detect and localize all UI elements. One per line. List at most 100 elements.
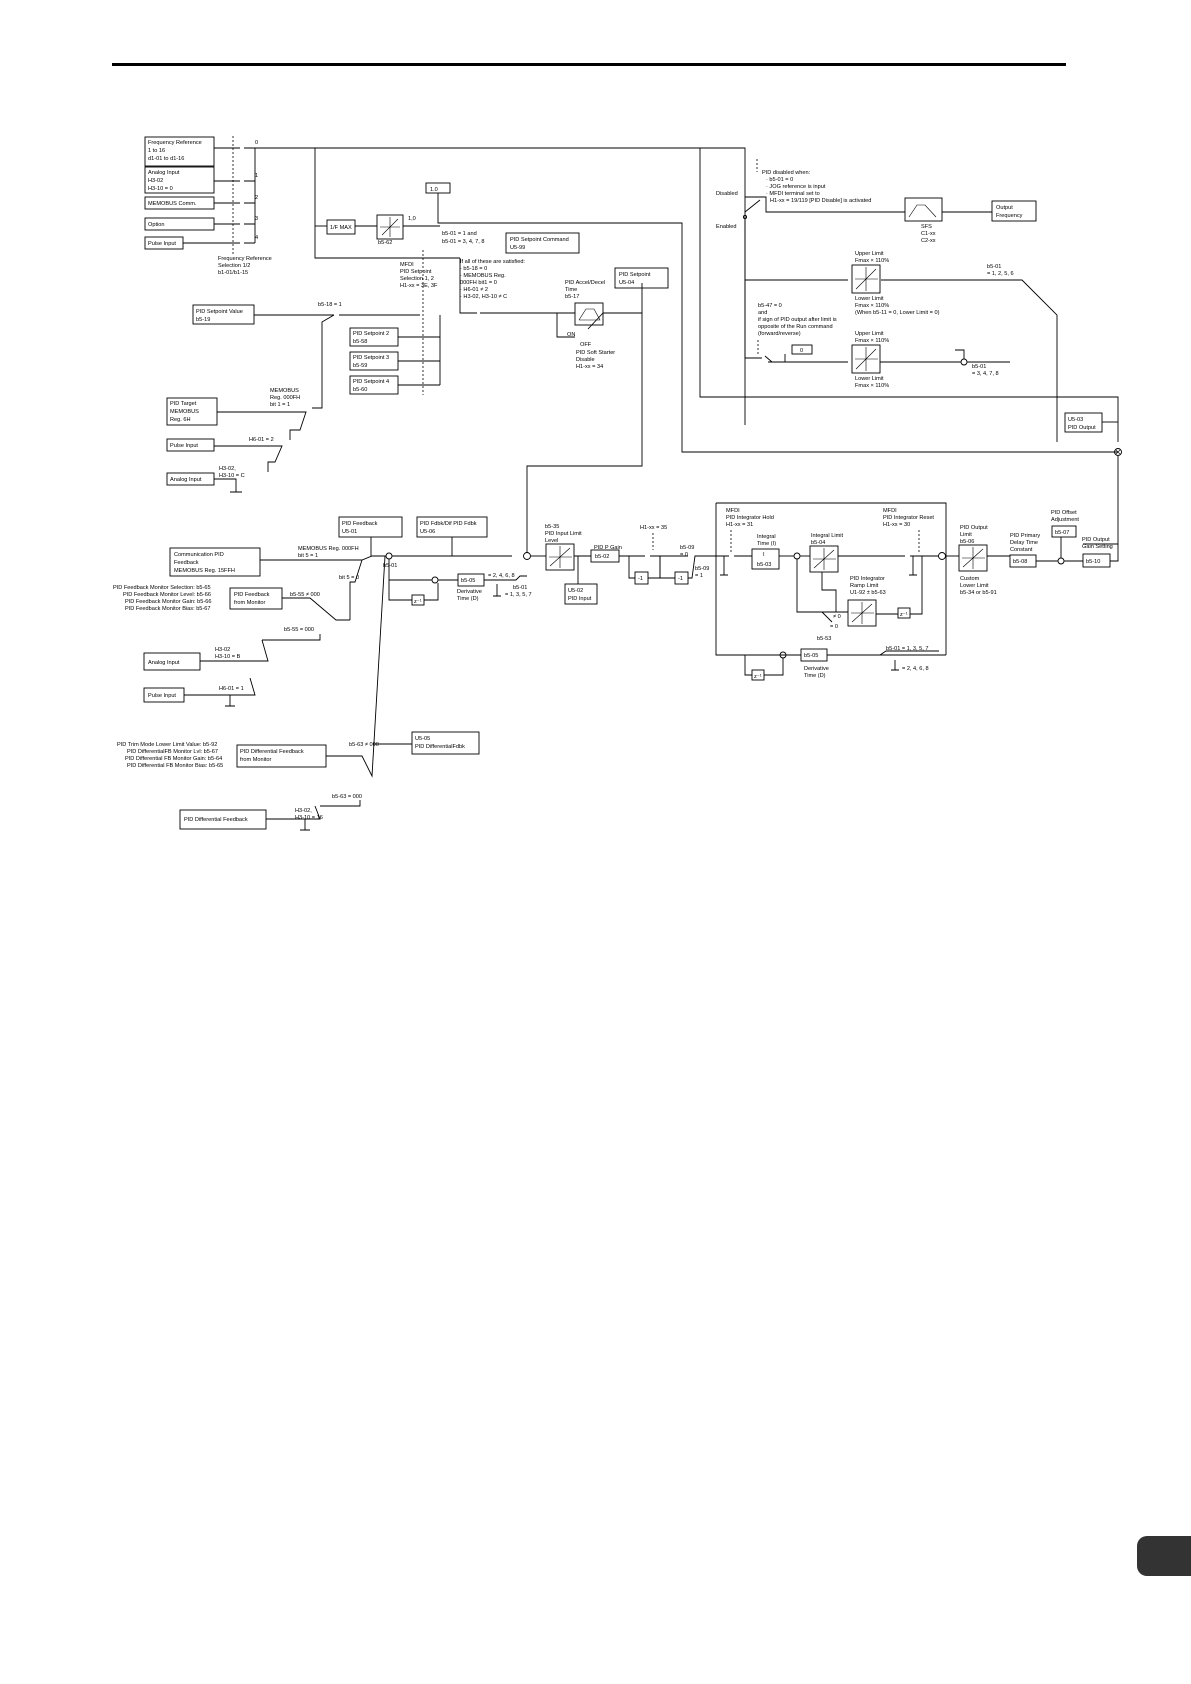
diagram-label: PID Setpoint 3: [353, 355, 389, 361]
diagram-label: Custom: [960, 576, 980, 582]
diagram-label: PID Setpoint 4: [353, 379, 389, 385]
diagram-label: Integral: [757, 534, 776, 540]
diagram-label: Delay Time: [1010, 540, 1038, 546]
diagram-label: MEMOBUS: [270, 388, 299, 394]
diagram-label: b5-09: [695, 566, 709, 572]
diagram-label: PID Input Limit: [545, 531, 582, 537]
fb-from-monitor-box: [229, 587, 283, 610]
diagram-label: bit 1 = 1: [270, 402, 290, 408]
accel-decel-ramp-box: [574, 302, 604, 326]
diagram-label: PID Feedback Monitor Level: b5-66: [123, 592, 211, 598]
diagram-connector: [200, 639, 269, 662]
diagram-connector: [312, 314, 335, 409]
diagram-label: U5-06: [420, 529, 435, 535]
comm-pid-feedback-box: [169, 547, 261, 577]
diagram-label: z⁻¹: [754, 674, 762, 680]
diagram-connector: [214, 445, 283, 472]
main-ref-line: [244, 147, 746, 425]
diagram-label: b5-58: [353, 339, 367, 345]
diagram-label: (forward/reverse): [758, 331, 801, 337]
diagram-label: PID Feedback: [342, 521, 378, 527]
diagram-label: b5-01: [383, 563, 397, 569]
diagram-label: b5-09: [680, 545, 694, 551]
diagram-connector: [1083, 456, 1119, 545]
diagram-label: from Monitor: [240, 757, 272, 763]
diagram-label: Frequency: [996, 213, 1023, 219]
return-bus: [699, 148, 1119, 442]
diagram-label: = 1, 3, 5, 7: [505, 592, 532, 598]
setpoint-to-sum: [526, 313, 643, 553]
diagram-connector: [851, 602, 874, 624]
diagram-label: Selection 1, 2: [400, 276, 434, 282]
diagram-label: PID Integrator Reset: [883, 515, 934, 521]
comm-fb-line: [260, 555, 386, 561]
diagram-label: Adjustment: [1051, 517, 1079, 523]
diagram-label: PID disabled when:: [762, 170, 811, 176]
diagram-label: Upper Limit: [855, 331, 884, 337]
diagram-label: b5-01 = 3, 4, 7, 8: [442, 239, 484, 245]
diagram-label: Selection 1/2: [218, 263, 250, 269]
error-sum-node: [523, 552, 531, 560]
diagram-label: · MEMOBUS Reg.: [460, 273, 506, 279]
diagram-label: opposite of the Run command: [758, 324, 833, 330]
diagram-label: b5-60: [353, 387, 367, 393]
fb-sum-node-1: [385, 552, 393, 560]
diagram-label: b5-18 = 1: [318, 302, 342, 308]
integrator-frame-top: [716, 502, 947, 655]
diagram-label: H3-02,: [219, 466, 236, 472]
diagram-connector: [389, 579, 439, 601]
diagram-label: if sign of PID output after limit is: [758, 317, 837, 323]
diagram-label: ON: [567, 332, 575, 338]
diagram-label: = 0: [830, 624, 838, 630]
diagram-label: U5-02: [568, 588, 583, 594]
diagram-label: z⁻¹: [414, 599, 422, 605]
diagram-connector: [764, 354, 786, 363]
limiter-glyph: [380, 217, 400, 237]
diagram-label: PID Differential Feedback: [184, 817, 248, 823]
diagram-label: 1 to 16: [148, 148, 165, 154]
diagram-connector: [764, 658, 784, 676]
diagram-connector: [217, 411, 307, 440]
diagram-connector: [659, 556, 675, 579]
diagram-label: OFF: [580, 342, 592, 348]
diagram-label: Fmax × 110%: [855, 383, 889, 389]
diagram-connector: [718, 555, 752, 576]
diagram-label: PID Input: [568, 596, 592, 602]
freq-ref-1-16-box: [144, 136, 215, 167]
diagram-label: = 2, 4, 6, 8: [902, 666, 929, 672]
diagram-label: Disabled: [716, 191, 738, 197]
diagram-label: from Monitor: [234, 600, 266, 606]
diagram-label: H3-02,: [295, 808, 312, 814]
diagram-label: H1-xx = 3E, 3F: [400, 283, 438, 289]
diagram-label: 1/F MAX: [330, 225, 352, 231]
diagram-label: 1: [255, 173, 258, 179]
analog-input-box: [144, 166, 215, 194]
derivative-sum-node: [431, 576, 439, 584]
diagram-label: b1-01/b1-15: [218, 270, 248, 276]
diagram-label: 000FH bit1 = 0: [460, 280, 497, 286]
diagram-label: b5-53: [817, 636, 831, 642]
diagram-label: PID Setpoint: [400, 269, 432, 275]
diagram-label: U5-05: [415, 736, 430, 742]
const-line: [437, 193, 1118, 453]
diagram-connector: [827, 650, 939, 656]
diagram-label: b5-04: [811, 540, 825, 546]
diagram-label: · H3-02, H3-10 ≠ C: [460, 294, 507, 300]
diagram-label: b5-62: [378, 240, 392, 246]
diagram-label: Pulse Input: [170, 443, 198, 449]
diagram-label: Fmax × 110%: [855, 258, 889, 264]
analog-input-box-3: [143, 652, 201, 671]
diagram-label: PID Accel/Decel: [565, 280, 605, 286]
diagram-label: Gain Setting: [1082, 544, 1113, 550]
diagram-label: bit 5 = 1: [298, 553, 318, 559]
diagram-connector: [603, 283, 643, 314]
diagram-label: H3-10 = 0: [148, 186, 173, 192]
diagram-label: · H6-01 ≠ 2: [460, 287, 488, 293]
diagram-label: (When b5-11 = 0, Lower Limit = 0): [855, 310, 940, 316]
diagram-connector: [688, 555, 718, 579]
diagram-label: I: [763, 552, 765, 558]
diagram-label: H6-01 = 1: [219, 686, 244, 692]
diagram-label: Constant: [1010, 547, 1033, 553]
diagram-connector: [821, 611, 833, 623]
diagram-label: PID Primary: [1010, 533, 1040, 539]
